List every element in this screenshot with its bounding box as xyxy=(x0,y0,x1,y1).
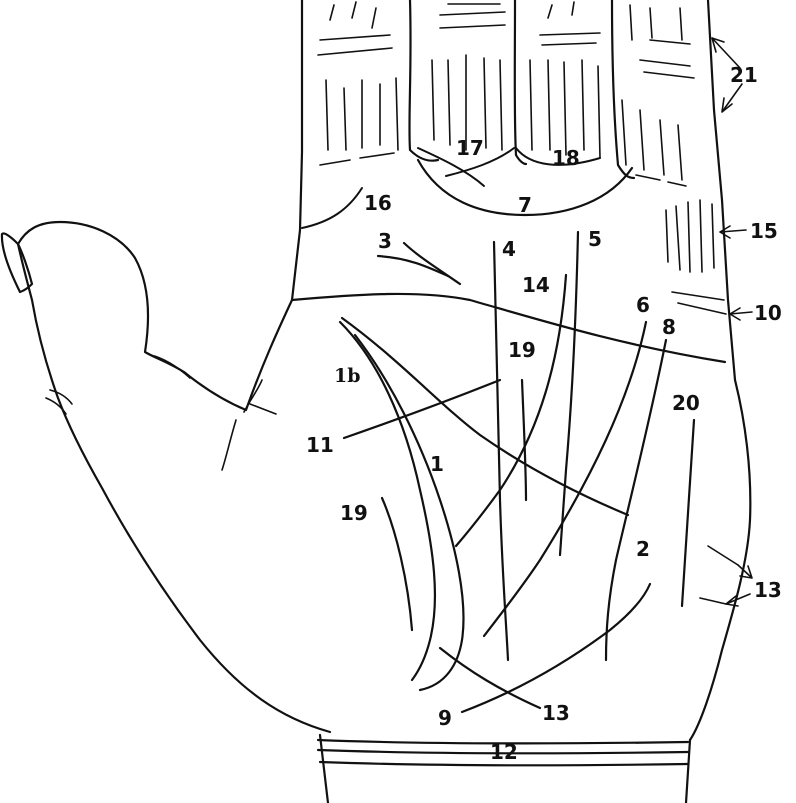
line-9 xyxy=(460,582,652,714)
label-3: 3 xyxy=(378,229,392,253)
little-finger-creases xyxy=(621,4,695,181)
index-finger-creases xyxy=(317,1,399,151)
labels: 1 1b 2 3 4 5 6 7 8 9 10 11 12 13 13 14 1… xyxy=(306,63,782,764)
finger-separation-index-middle xyxy=(408,0,440,162)
marks-13-right xyxy=(699,545,739,605)
line-11 xyxy=(342,378,502,440)
label-1: 1 xyxy=(430,452,444,476)
wrist-bracelet-3 xyxy=(318,760,690,767)
label-19-left: 19 xyxy=(340,501,368,525)
heart-line-branch xyxy=(402,241,462,286)
line-8 xyxy=(604,338,668,662)
girdle-of-venus xyxy=(416,158,634,217)
crease-18 xyxy=(515,147,601,166)
label-19-upper: 19 xyxy=(508,338,536,362)
crease-17 xyxy=(417,147,485,187)
line-6 xyxy=(482,320,648,638)
mount-15-hatching xyxy=(665,199,715,273)
label-16: 16 xyxy=(364,191,392,215)
fingers xyxy=(317,0,695,187)
sun-line xyxy=(558,230,580,557)
palm-lines xyxy=(221,147,739,767)
middle-finger-creases xyxy=(431,3,506,151)
label-13-right: 13 xyxy=(754,578,782,602)
finger-separation-ring-little xyxy=(610,0,636,180)
arrow-21-upper xyxy=(711,37,741,69)
label-6: 6 xyxy=(636,293,650,317)
hand-left-edge xyxy=(290,0,304,302)
label-18: 18 xyxy=(552,146,580,170)
ring-finger-creases xyxy=(529,1,601,159)
label-12: 12 xyxy=(490,740,518,764)
thumb-base-creases xyxy=(221,379,277,471)
crease-17-upper xyxy=(445,147,515,177)
label-10: 10 xyxy=(754,301,782,325)
label-13-bottom: 13 xyxy=(542,701,570,725)
wrist-bracelet-1 xyxy=(316,738,690,745)
label-21: 21 xyxy=(730,63,758,87)
line-14 xyxy=(454,273,568,548)
hand-outline xyxy=(0,0,752,803)
line-13-lower xyxy=(438,646,542,710)
label-14: 14 xyxy=(522,273,550,297)
line-2 xyxy=(340,316,630,517)
label-11: 11 xyxy=(306,433,334,457)
arrow-13-upper xyxy=(737,564,753,579)
heart-line xyxy=(376,254,450,278)
thumbnail xyxy=(0,232,34,294)
little-finger-base-marks xyxy=(635,174,687,187)
life-line-inner xyxy=(338,320,437,682)
label-4: 4 xyxy=(502,237,516,261)
label-5: 5 xyxy=(588,227,602,251)
wrist-bracelet-2 xyxy=(316,748,690,755)
wrist-left xyxy=(318,733,330,803)
wrist-right xyxy=(684,738,692,803)
mars-line xyxy=(380,496,414,632)
arrow-15 xyxy=(719,225,747,239)
line-20 xyxy=(680,418,696,608)
thumb-joint-crease xyxy=(45,389,73,415)
label-8: 8 xyxy=(662,315,676,339)
crease-16-marks xyxy=(319,152,395,166)
pointer-arrows xyxy=(711,37,753,607)
arrow-10 xyxy=(729,307,753,321)
label-15: 15 xyxy=(750,219,778,243)
thumb-knuckle-line xyxy=(149,354,191,379)
finger-separation-middle-ring xyxy=(513,0,528,166)
marriage-lines xyxy=(671,291,727,315)
arrow-21-lower xyxy=(721,83,743,113)
fate-line xyxy=(492,240,510,662)
arrow-13-lower xyxy=(725,593,751,607)
label-7: 7 xyxy=(518,193,532,217)
crease-16 xyxy=(301,187,363,229)
hand-right-edge xyxy=(688,0,752,742)
life-line xyxy=(353,333,465,692)
thumb-outline xyxy=(16,220,332,734)
label-17: 17 xyxy=(456,136,484,160)
label-20: 20 xyxy=(672,391,700,415)
line-19-upper xyxy=(520,378,528,502)
label-9: 9 xyxy=(438,706,452,730)
label-2: 2 xyxy=(636,537,650,561)
label-1b: 1b xyxy=(334,365,361,387)
